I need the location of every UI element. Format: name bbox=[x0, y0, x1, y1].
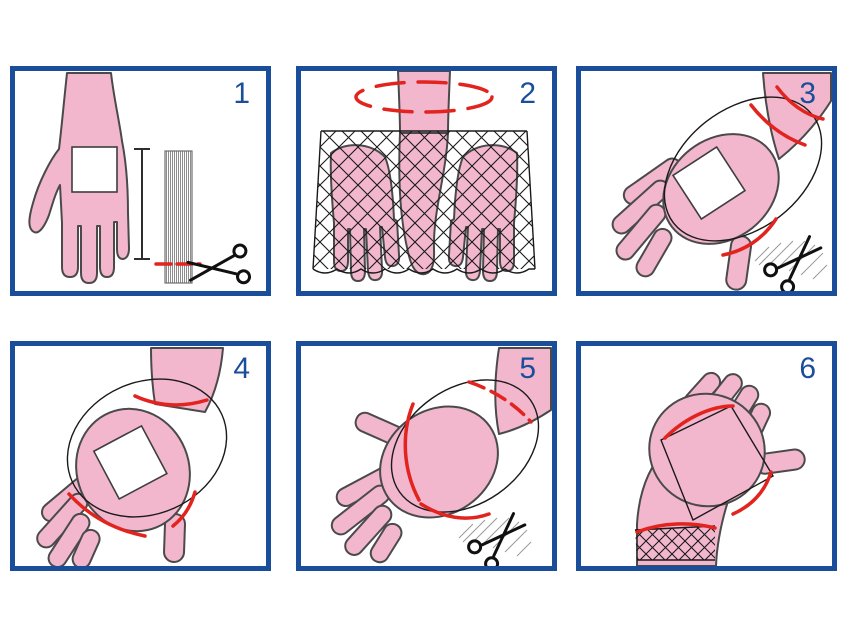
step-panel-2: 2 bbox=[296, 66, 557, 296]
step-panel-3: 3 bbox=[576, 66, 837, 296]
cut-line-wrist bbox=[749, 103, 807, 147]
step-3-illustration bbox=[611, 72, 832, 291]
cut-line-bottom bbox=[419, 502, 491, 520]
hand-back-view bbox=[28, 72, 130, 284]
net-cover bbox=[390, 379, 540, 513]
step-number-2: 2 bbox=[519, 77, 536, 110]
step-number-5: 5 bbox=[519, 352, 536, 385]
forearm bbox=[762, 72, 832, 160]
scissors-icon bbox=[186, 243, 252, 285]
measured-square-on-hand bbox=[71, 146, 118, 193]
net-wrist-band bbox=[634, 525, 716, 561]
net-window bbox=[92, 424, 168, 501]
step-number-4: 4 bbox=[233, 352, 250, 385]
cut-line-knuckles bbox=[67, 492, 147, 538]
step-6-illustration bbox=[634, 371, 806, 566]
step-5-illustration bbox=[330, 347, 552, 566]
scissors-icon bbox=[763, 235, 823, 291]
net-window bbox=[671, 145, 747, 221]
cut-line-thumb bbox=[171, 490, 197, 528]
step-panel-6: 6 bbox=[576, 341, 837, 571]
palm-in-net bbox=[330, 347, 552, 564]
step-1-illustration bbox=[28, 72, 252, 285]
forearm bbox=[150, 347, 224, 413]
finished-bandaged-hand bbox=[634, 371, 806, 566]
step-number-1: 1 bbox=[233, 77, 250, 110]
cut-edge-thumb bbox=[731, 470, 773, 516]
step-panel-1: 1 bbox=[10, 66, 271, 296]
hand-in-net bbox=[36, 347, 228, 566]
step-panel-5: 5 bbox=[296, 341, 557, 571]
net-cover bbox=[66, 378, 228, 518]
step-2-illustration bbox=[312, 71, 536, 282]
cut-line-ellipse bbox=[354, 80, 494, 114]
cut-edge-wrist bbox=[635, 522, 717, 534]
stretched-net bbox=[312, 130, 536, 274]
step-number-3: 3 bbox=[799, 77, 816, 110]
cut-line-wrist-2 bbox=[775, 85, 825, 121]
cut-line-thumb bbox=[721, 217, 778, 257]
hand-in-net bbox=[611, 72, 832, 291]
net-patch bbox=[660, 405, 774, 521]
step-panel-4: 4 bbox=[10, 341, 271, 571]
step-4-illustration bbox=[36, 347, 228, 566]
cut-line-thumb-side bbox=[403, 402, 421, 502]
cut-line-wrist bbox=[133, 394, 209, 407]
scissors-icon bbox=[467, 512, 527, 566]
step-number-6: 6 bbox=[799, 352, 816, 385]
measure-bracket bbox=[134, 148, 150, 260]
cut-line-wrist bbox=[467, 380, 533, 424]
cut-edge-top bbox=[663, 404, 735, 440]
